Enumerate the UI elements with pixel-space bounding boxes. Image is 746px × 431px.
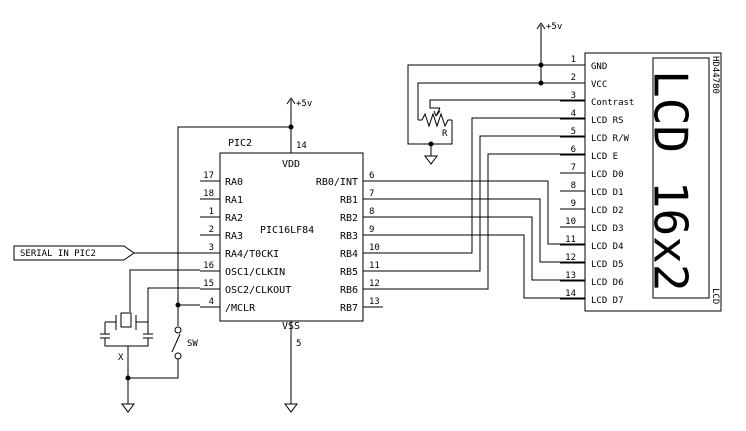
pic-pin-name: RB1 xyxy=(340,195,358,206)
pot-label: R xyxy=(442,129,448,139)
lcd-side-label: LCD xyxy=(710,288,720,304)
lcd-power-label: +5v xyxy=(546,22,562,32)
lcd-pin-number: 5 xyxy=(571,127,576,137)
lcd-pin-number: 3 xyxy=(571,91,576,101)
lcd-pin-name: LCD D3 xyxy=(591,224,624,234)
lcd-pin-name: LCD RS xyxy=(591,116,624,126)
pic-pin-name: RB7 xyxy=(340,303,358,314)
pic-vss-pin: 5 xyxy=(296,339,301,349)
lcd-pin-name: LCD D1 xyxy=(591,188,624,198)
junction xyxy=(538,80,544,86)
lcd-pin-name: LCD D2 xyxy=(591,206,624,216)
lcd-pin-number: 2 xyxy=(571,73,576,83)
lcd-pin-number: 12 xyxy=(565,253,576,263)
pic-pin-number: 11 xyxy=(369,261,380,271)
lcd-part-label: HD44780 xyxy=(710,56,720,94)
pic-ref-label: PIC2 xyxy=(228,138,252,149)
pic-pin-number: 10 xyxy=(369,243,380,253)
pic-pin-number: 15 xyxy=(203,279,214,289)
lcd-gnd-wire xyxy=(407,64,585,145)
lcd-pin-name: Contrast xyxy=(591,98,634,108)
pic-vdd-label: VDD xyxy=(282,159,300,170)
serial-input-label: SERIAL IN PIC2 xyxy=(20,249,96,259)
lcd-pin-number: 8 xyxy=(571,181,576,191)
pic-part-label: PIC16LF84 xyxy=(260,225,314,236)
pic-pin-name: OSC1/CLKIN xyxy=(225,267,285,278)
pic-pin-number: 4 xyxy=(209,297,214,307)
pic-pin-number: 8 xyxy=(369,207,374,217)
pic-pin-name: RB3 xyxy=(340,231,358,242)
pic-pin-name: RA1 xyxy=(225,195,243,206)
ground-symbol xyxy=(284,403,298,413)
pic-pin-name: RA3 xyxy=(225,231,243,242)
pic-pin-number: 13 xyxy=(369,297,380,307)
lcd-pin-number: 10 xyxy=(565,217,576,227)
pic-pin-number: 18 xyxy=(203,189,214,199)
pic-pin-name: RB0/INT xyxy=(316,177,358,188)
lcd-pin-number: 7 xyxy=(571,163,576,173)
ground-symbol xyxy=(121,403,135,413)
lcd-pin-number: 4 xyxy=(571,109,576,119)
crystal-label: X xyxy=(118,353,124,363)
ground-symbol xyxy=(424,155,438,165)
pic-power-label: +5v xyxy=(296,99,312,109)
lcd-display-text: LCD 16x2 xyxy=(644,70,698,292)
lcd-pin-number: 1 xyxy=(571,55,576,65)
lcd-pin-name: VCC xyxy=(591,80,607,90)
pic-pin-number: 2 xyxy=(209,225,214,235)
lcd-pin-name: LCD D0 xyxy=(591,170,624,180)
lcd-pin-name: LCD D4 xyxy=(591,242,624,252)
pic-pin-name: OSC2/CLKOUT xyxy=(225,285,291,296)
mclr-pullup-wire xyxy=(177,126,291,305)
crystal-symbol xyxy=(100,269,200,404)
lcd-display-window xyxy=(652,57,710,299)
pic-pin-name: RB6 xyxy=(340,285,358,296)
lcd-vcc-wire xyxy=(417,82,585,120)
pic-pin-number: 17 xyxy=(203,171,214,181)
pic-chip-body xyxy=(219,152,364,322)
junction xyxy=(288,124,294,130)
pic-pin-name: RB2 xyxy=(340,213,358,224)
lcd-pin-number: 9 xyxy=(571,199,576,209)
pic-pin-number: 3 xyxy=(209,243,214,253)
pic-pin-name: RA4/T0CKI xyxy=(225,249,279,260)
lcd-pin-name: LCD E xyxy=(591,152,618,162)
pic-pin-number: 12 xyxy=(369,279,380,289)
reset-switch xyxy=(128,302,200,379)
pic-pin-number: 9 xyxy=(369,225,374,235)
pic-pin-name: RB4 xyxy=(340,249,358,260)
lcd-pin-number: 13 xyxy=(565,271,576,281)
pic-pin-name: RA0 xyxy=(225,177,243,188)
lcd-pin-name: GND xyxy=(591,62,607,72)
pic-pin-number: 16 xyxy=(203,261,214,271)
pic-pin-name: RA2 xyxy=(225,213,243,224)
lcd-pin-name: LCD D5 xyxy=(591,260,624,270)
lcd-pin-name: LCD D6 xyxy=(591,278,624,288)
pic-vdd-pin: 14 xyxy=(296,141,307,151)
contrast-potentiometer xyxy=(418,99,585,156)
lcd-pin-number: 6 xyxy=(571,145,576,155)
junction xyxy=(538,62,544,68)
lcd-pin-name: LCD D7 xyxy=(591,296,624,306)
pic-pin-name: /MCLR xyxy=(225,303,256,314)
lcd-pin-number: 11 xyxy=(565,235,576,245)
lcd-power-symbol xyxy=(536,22,546,83)
lcd-pin-name: LCD R/W xyxy=(591,134,630,144)
serial-input-connector xyxy=(13,245,200,261)
pic-pin-number: 6 xyxy=(369,171,374,181)
switch-label: SW xyxy=(187,339,198,349)
pic-pin-number: 1 xyxy=(209,207,214,217)
pic-pin-name: RB5 xyxy=(340,267,358,278)
lcd-pin-number: 14 xyxy=(565,289,576,299)
portb-lcd-wires xyxy=(363,117,585,299)
pic-pin-number: 7 xyxy=(369,189,374,199)
